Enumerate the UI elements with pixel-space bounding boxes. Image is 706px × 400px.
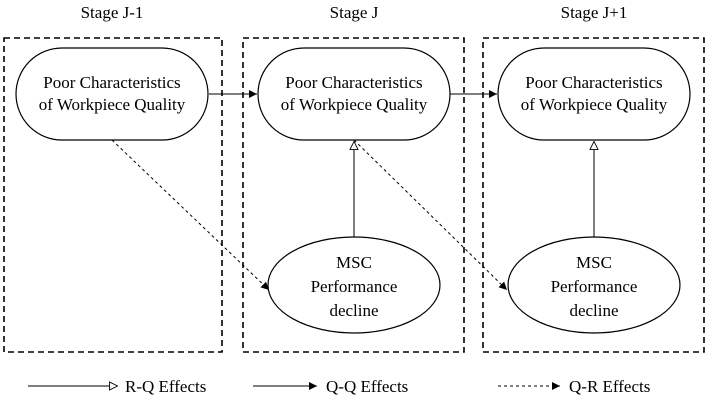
msc-node-line-2: Performance	[551, 277, 638, 296]
stage-box-j	[242, 37, 465, 353]
stage-title-j: Stage J	[330, 3, 379, 22]
msc-node-line-1: MSC	[576, 253, 612, 272]
quality-node-line-2: of Workpiece Quality	[521, 95, 668, 114]
msc-node-line-3: decline	[329, 301, 378, 320]
quality-node-line-2: of Workpiece Quality	[281, 95, 428, 114]
legend-qr-label: Q-R Effects	[569, 377, 650, 396]
msc-node-line-3: decline	[569, 301, 618, 320]
msc-node-line-2: Performance	[311, 277, 398, 296]
quality-node-line-1: Poor Characteristics	[525, 73, 662, 92]
msc-node-j: MSC Performance decline	[267, 236, 441, 334]
quality-node-line-2: of Workpiece Quality	[39, 95, 186, 114]
stage-box-j-minus-1	[3, 37, 223, 353]
msc-node-j-plus-1: MSC Performance decline	[507, 236, 681, 334]
legend-rq-label: R-Q Effects	[125, 377, 206, 396]
quality-node-line-1: Poor Characteristics	[43, 73, 180, 92]
quality-node-j-minus-1: Poor Characteristics of Workpiece Qualit…	[15, 47, 209, 141]
stage-box-j-plus-1	[482, 37, 705, 353]
quality-node-j: Poor Characteristics of Workpiece Qualit…	[257, 47, 451, 141]
legend-qq-label: Q-Q Effects	[326, 377, 408, 396]
stage-title-j-minus-1: Stage J-1	[81, 3, 144, 22]
msc-node-line-1: MSC	[336, 253, 372, 272]
quality-node-line-1: Poor Characteristics	[285, 73, 422, 92]
edge-qr-0-1	[111, 139, 270, 291]
quality-node-j-plus-1: Poor Characteristics of Workpiece Qualit…	[497, 47, 691, 141]
stage-title-j-plus-1: Stage J+1	[561, 3, 628, 22]
legend: R-Q Effects Q-Q Effects Q-R Effects	[28, 377, 650, 396]
